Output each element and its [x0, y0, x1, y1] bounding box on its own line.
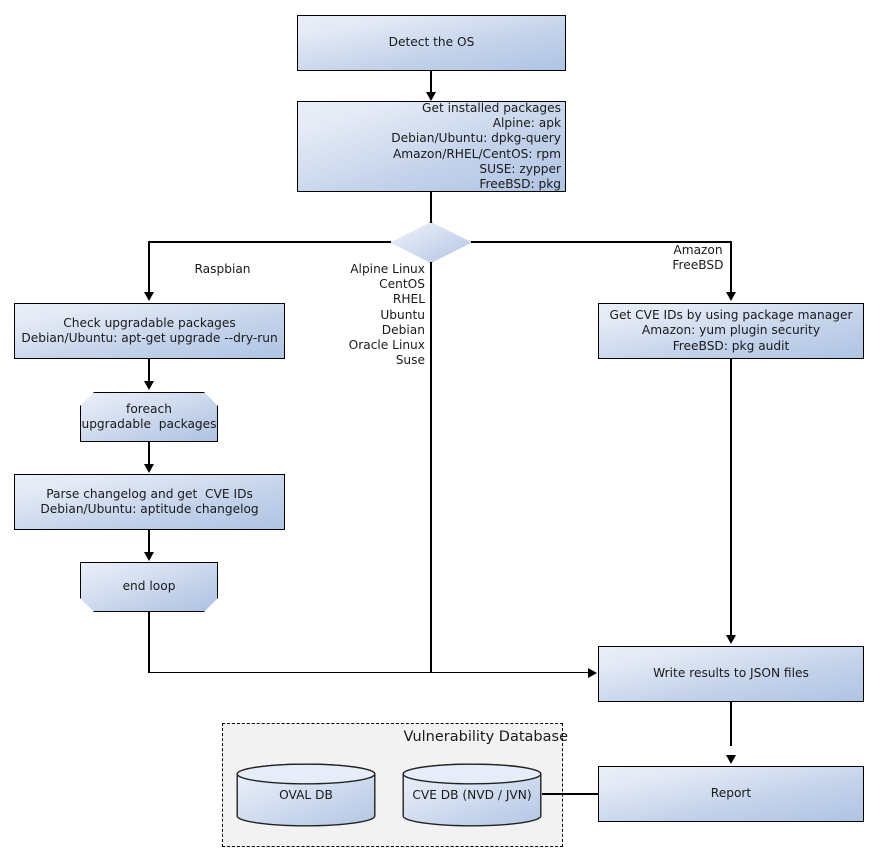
- node-parse-changelog-label: Parse changelog and get CVE IDs Debian/U…: [40, 486, 259, 516]
- node-get-installed-packages-label: Get installed packages Alpine: apk Debia…: [391, 100, 561, 191]
- node-end-loop-label: end loop: [122, 579, 176, 594]
- connector-get-to-decision: [430, 192, 432, 223]
- node-get-installed-packages[interactable]: Get installed packages Alpine: apk Debia…: [297, 101, 566, 192]
- arrowhead-join-to-write: [588, 668, 597, 678]
- node-os-decision[interactable]: [390, 222, 472, 263]
- node-foreach-loop-start[interactable]: foreach upgradable packages: [80, 392, 218, 442]
- arrowhead-cve-to-write: [725, 635, 736, 644]
- group-vulnerability-database-title: Vulnerability Database: [403, 729, 568, 745]
- database-cve-db[interactable]: CVE DB (NVD / JVN): [402, 763, 542, 827]
- node-check-upgradable-packages-label: Check upgradable packages Debian/Ubuntu:…: [21, 315, 278, 345]
- database-oval-db-label: OVAL DB: [279, 788, 333, 802]
- arrowhead-right-branch: [725, 292, 736, 301]
- node-check-upgradable-packages[interactable]: Check upgradable packages Debian/Ubuntu:…: [14, 303, 285, 359]
- node-get-cve-ids[interactable]: Get CVE IDs by using package manager Ama…: [598, 303, 864, 359]
- node-get-cve-ids-label: Get CVE IDs by using package manager Ama…: [609, 308, 853, 353]
- connector-parse-to-endloop: [148, 530, 150, 553]
- connector-middle-branch-down: [430, 262, 432, 673]
- node-end-loop[interactable]: end loop: [80, 562, 218, 612]
- connector-right-branch-down: [730, 241, 732, 293]
- edge-label-linux-distros: Alpine Linux CentOS RHEL Ubuntu Debian O…: [348, 262, 425, 368]
- node-detect-os[interactable]: Detect the OS: [297, 15, 566, 71]
- node-parse-changelog[interactable]: Parse changelog and get CVE IDs Debian/U…: [14, 474, 285, 530]
- edge-label-amazon-freebsd: Amazon FreeBSD: [672, 243, 724, 273]
- connector-cve-to-write: [730, 359, 732, 636]
- connector-detect-to-get: [430, 71, 432, 93]
- arrowhead-check-to-foreach: [144, 381, 154, 390]
- database-cve-db-label: CVE DB (NVD / JVN): [412, 788, 532, 802]
- connector-write-to-report: [730, 702, 732, 746]
- loop-start-shape: [80, 392, 218, 442]
- loop-end-shape: [80, 562, 218, 612]
- node-report[interactable]: Report: [598, 766, 864, 822]
- arrowhead-detect-to-get: [425, 92, 436, 101]
- connector-endloop-down: [148, 612, 150, 673]
- connector-branch-bus-left: [149, 241, 391, 243]
- connector-check-to-foreach: [148, 359, 150, 382]
- node-write-results[interactable]: Write results to JSON files: [598, 646, 864, 702]
- node-write-results-label: Write results to JSON files: [653, 666, 809, 681]
- node-foreach-loop-start-label: foreach upgradable packages: [81, 401, 217, 431]
- connector-left-branch-down: [148, 241, 150, 293]
- arrowhead-parse-to-endloop: [144, 552, 154, 561]
- decision-shape: [390, 222, 472, 263]
- edge-label-raspbian: Raspbian: [194, 262, 251, 276]
- cylinder-shape: [402, 763, 542, 827]
- connector-branch-bus-right: [471, 241, 731, 243]
- arrowhead-foreach-to-parse: [144, 464, 154, 473]
- cylinder-shape: [236, 763, 376, 827]
- node-detect-os-label: Detect the OS: [388, 35, 475, 50]
- node-report-label: Report: [710, 786, 752, 801]
- database-oval-db[interactable]: OVAL DB: [236, 763, 376, 827]
- arrowhead-write-to-report: [725, 755, 736, 764]
- connector-foreach-to-parse: [148, 442, 150, 465]
- connector-db-to-report: [542, 793, 599, 795]
- arrowhead-left-branch: [144, 292, 154, 301]
- connector-join-bus-to-write: [148, 671, 590, 674]
